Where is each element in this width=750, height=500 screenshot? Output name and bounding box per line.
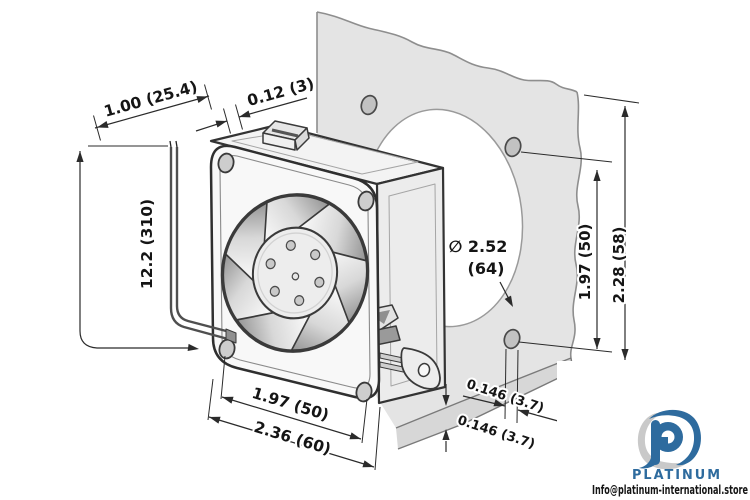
dim-cutout-diameter-label: ∅ 2.52 <box>449 237 508 256</box>
dim-cutout-diameter-mm-label: (64) <box>468 259 505 278</box>
fan-impeller <box>216 187 379 363</box>
dimension-hole-spacing-vertical: 1.97 (50) <box>518 151 613 353</box>
platinum-logo-mark <box>637 409 701 470</box>
plate-torn-top-edge <box>316 11 578 93</box>
dim-fan-width-label: 2.36 (60) <box>252 418 333 458</box>
dim-plate-height-label: 2.28 (58) <box>610 227 628 304</box>
platinum-logo-wordmark: PLATINUM <box>632 468 722 483</box>
logo-letter-p <box>639 420 683 469</box>
dim-hole-spacing-vertical-label: 1.97 (50) <box>576 224 594 301</box>
platinum-logo: PLATINUM Info@platinum-international.sto… <box>592 409 748 497</box>
wire-exit-notch <box>225 328 237 344</box>
fan-lead-wires <box>169 140 237 344</box>
dimension-plate-offset: 0.12 (3) <box>195 72 318 134</box>
plate-hole-bottom-right <box>503 328 521 350</box>
plate-hole-top-right <box>504 136 522 158</box>
plate-cut-edge-face <box>396 358 573 449</box>
fan-top-tab <box>262 120 310 151</box>
fan-venturi-ring <box>220 193 370 353</box>
dimension-fan-depth: 1.00 (25.4) <box>93 76 212 141</box>
fan-corner-holes <box>217 152 375 403</box>
plate-torn-right-edge <box>569 91 582 359</box>
dimension-plate-height: 2.28 (58) <box>583 94 640 360</box>
fan-rear-flange-hole <box>417 362 431 378</box>
fan-hub-rivets <box>265 239 325 307</box>
dim-hole-spacing-horizontal-label: 1.97 (50) <box>250 384 331 424</box>
plate-cut-edge-upper <box>395 357 572 429</box>
logo-swirl-blue <box>649 409 701 466</box>
dim-plate-thickness-label: 0.146 (3.7) <box>455 413 536 452</box>
dimension-cutout-diameter: ∅ 2.52 (64) <box>447 235 517 309</box>
dim-fan-depth-label: 1.00 (25.4) <box>102 78 199 121</box>
dim-plate-offset-label: 0.12 (3) <box>245 74 316 110</box>
dimension-lead-length: 12.2 (310) <box>76 145 200 353</box>
plate-hole-top-left <box>360 94 378 116</box>
dim-lead-length-label: 12.2 (310) <box>138 199 156 289</box>
platinum-contact-email: Info@platinum-international.store <box>592 483 748 497</box>
fan <box>169 120 447 405</box>
